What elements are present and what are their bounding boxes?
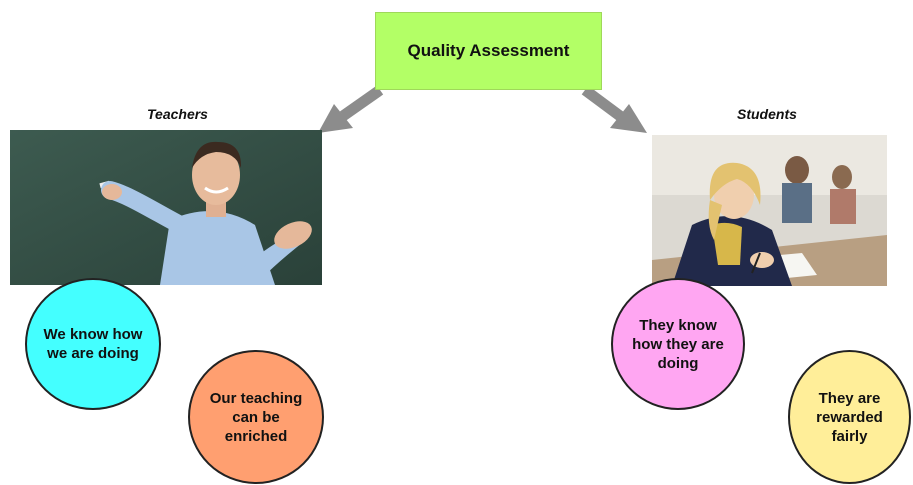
bubble-text: They are rewarded fairly (816, 389, 883, 445)
bubble-text: They know how they are doing (632, 316, 724, 372)
quality-assessment-label: Quality Assessment (407, 41, 570, 60)
bubble-text: Our teaching can be enriched (209, 389, 303, 445)
bubble-we-know-how-we-are-doing: We know how we are doing (25, 278, 161, 410)
arrowhead-students (610, 104, 647, 133)
arrow-to-teachers (339, 85, 384, 121)
students-exam-photo (652, 135, 887, 286)
bubble-our-teaching-can-be-enriched: Our teaching can be enriched (188, 350, 324, 484)
arrow-to-students (581, 85, 624, 121)
bubble-they-are-rewarded-fairly: They are rewarded fairly (788, 350, 911, 484)
quality-assessment-box: Quality Assessment (375, 12, 602, 90)
students-caption: Students (737, 106, 797, 122)
bubble-they-know-how-they-are-doing: They know how they are doing (611, 278, 745, 410)
bubble-text: We know how we are doing (43, 326, 143, 362)
teachers-caption: Teachers (147, 106, 208, 122)
arrowhead-teachers (318, 104, 353, 133)
teacher-photo (10, 130, 322, 285)
